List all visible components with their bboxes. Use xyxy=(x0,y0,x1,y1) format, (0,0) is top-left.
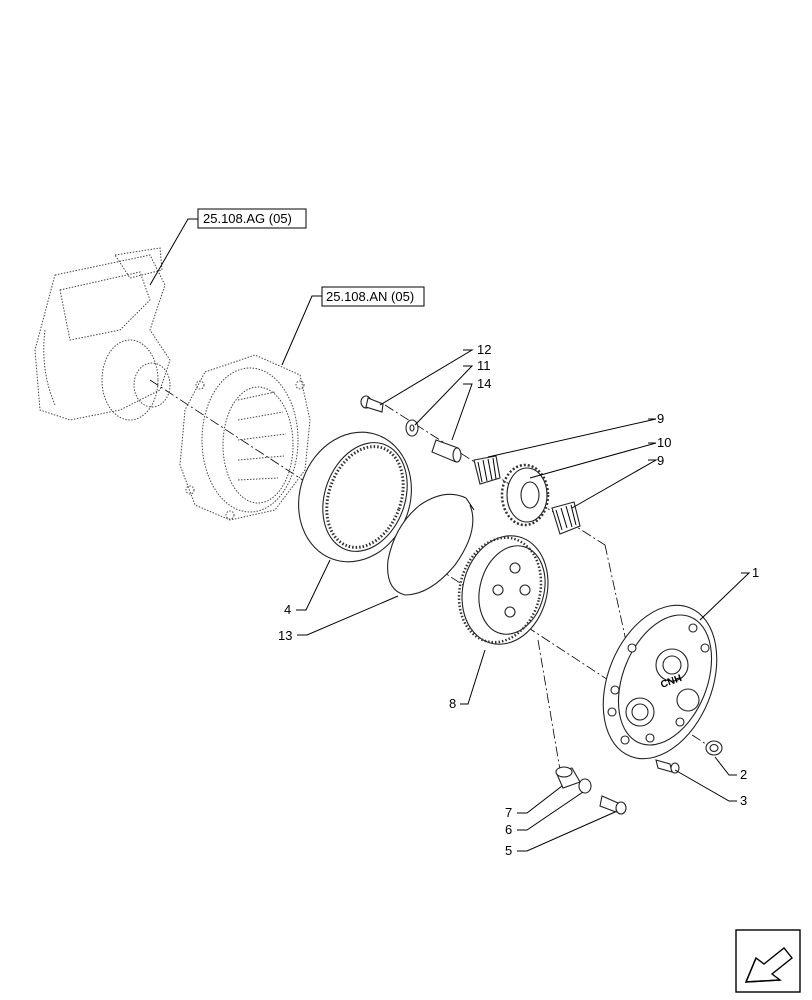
planet-gear-10 xyxy=(500,463,550,527)
callout-9-upper: 9 xyxy=(657,411,664,426)
ring-gear xyxy=(298,431,412,563)
callouts: 12 11 14 9 10 9 1 4 13 8 2 3 7 6 5 xyxy=(278,342,759,858)
callout-9-lower: 9 xyxy=(657,453,664,468)
sleeve-7 xyxy=(555,766,581,789)
callout-1: 1 xyxy=(752,565,759,580)
washer-11 xyxy=(405,419,419,437)
callout-14: 14 xyxy=(477,376,491,391)
callout-13: 13 xyxy=(278,628,292,643)
callout-8: 8 xyxy=(449,696,456,711)
callout-7: 7 xyxy=(505,805,512,820)
ref-label-25-108-an: 25.108.AN (05) xyxy=(326,289,414,304)
leader-lines xyxy=(149,218,751,852)
callout-11: 11 xyxy=(477,358,491,373)
snap-ring xyxy=(387,493,475,596)
planet-carrier xyxy=(457,535,549,645)
plug-2 xyxy=(705,740,723,756)
bolt-3 xyxy=(655,759,680,774)
hub-cover: CNH xyxy=(602,604,718,760)
callout-10: 10 xyxy=(657,435,671,450)
needle-bearing-9b xyxy=(551,501,581,535)
washer-6 xyxy=(578,778,592,794)
callout-12: 12 xyxy=(477,342,491,357)
steering-knuckle xyxy=(34,247,171,421)
wheel-hub-housing xyxy=(179,354,311,521)
ref-box-25-108-ag[interactable]: 25.108.AG (05) xyxy=(197,208,307,229)
callout-5: 5 xyxy=(505,843,512,858)
ref-box-25-108-an[interactable]: 25.108.AN (05) xyxy=(321,286,425,307)
bolt-5 xyxy=(599,795,627,815)
needle-bearing-9a xyxy=(473,455,501,485)
bolt-12 xyxy=(360,395,384,413)
arrow-left-icon[interactable] xyxy=(735,929,801,993)
callout-6: 6 xyxy=(505,822,512,837)
callout-4: 4 xyxy=(284,602,291,617)
pin-14 xyxy=(431,439,462,463)
callout-3: 3 xyxy=(740,793,747,808)
ref-label-25-108-ag: 25.108.AG (05) xyxy=(203,211,292,226)
callout-2: 2 xyxy=(740,767,747,782)
